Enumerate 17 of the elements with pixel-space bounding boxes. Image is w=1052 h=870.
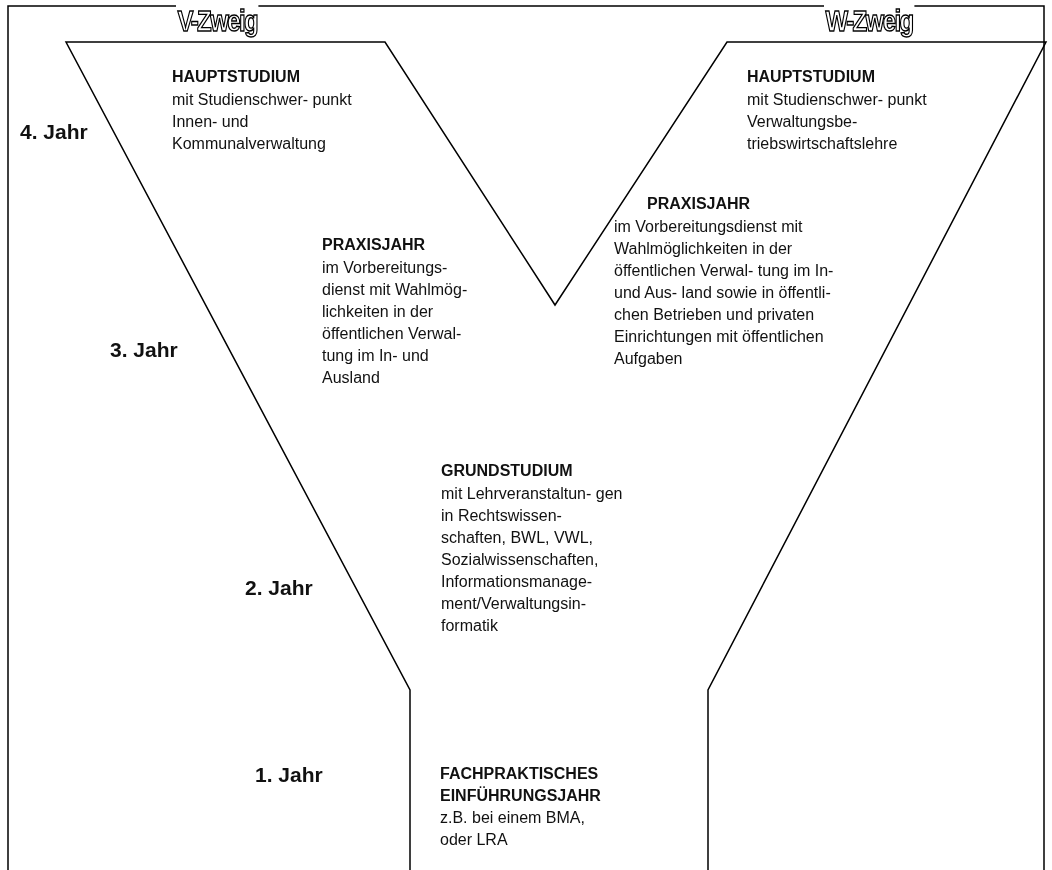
- branch-title: W-Zweig: [824, 4, 915, 38]
- branch-title: V-Zweig: [176, 4, 259, 38]
- year-label: 3. Jahr: [110, 338, 178, 362]
- stage-heading: GRUNDSTUDIUM: [441, 461, 574, 481]
- stage-heading: PRAXISJAHR: [322, 235, 427, 255]
- stage-heading: PRAXISJAHR: [647, 194, 752, 214]
- stage-heading: HAUPTSTUDIUM: [747, 67, 876, 87]
- stage-description: mit Studienschwer- punkt Innen- und Kommunalverwaltung: [172, 90, 353, 154]
- stage-description: z.B. bei einem BMA, oder LRA: [440, 808, 586, 850]
- stage-heading: HAUPTSTUDIUM: [172, 67, 301, 87]
- stage-description: mit Lehrveranstaltun- gen in Rechtswissen- schaften, BWL, VWL, Sozialwissenschaften, Informationsmanage- ment/Verwaltungsin- formatik: [441, 484, 624, 636]
- stage-description: mit Studienschwer- punkt Verwaltungsbe- triebswirtschaftslehre: [747, 90, 928, 154]
- year-label: 4. Jahr: [20, 120, 88, 144]
- year-label: 1. Jahr: [255, 763, 323, 787]
- stage-description: im Vorbereitungsdienst mit Wahlmöglichkeiten in der öffentlichen Verwal- tung im In- und Aus- land sowie in öffentli- chen Betrieben und privaten Einrichtungen mit öffentlichen Aufgaben: [614, 217, 835, 369]
- year-label: 2. Jahr: [245, 576, 313, 600]
- stage-description: im Vorbereitungs- dienst mit Wahlmög- lichkeiten in der öffentlichen Verwal- tung im In- und Ausland: [322, 258, 469, 388]
